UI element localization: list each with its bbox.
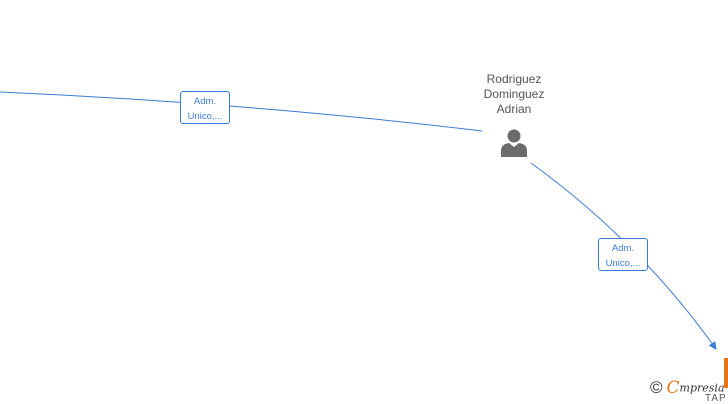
- person-icon[interactable]: [499, 127, 529, 157]
- edge-role-label-2[interactable]: Adm. Unico,...: [598, 238, 648, 271]
- person-name-line: Rodriguez: [486, 72, 542, 86]
- watermark: ©Cmpresia TAP: [650, 358, 728, 404]
- role-label-line: Adm.: [611, 243, 635, 254]
- copyright-icon: ©: [650, 378, 663, 397]
- edge-role-label-1[interactable]: Adm. Unico,...: [180, 91, 230, 124]
- person-name[interactable]: Rodriguez Dominguez Adrian: [465, 72, 563, 117]
- role-label-line: Adm.: [193, 96, 217, 107]
- brand-subtitle: TAP: [705, 393, 727, 404]
- brand-initial: C: [666, 378, 680, 398]
- role-label-line: Unico,...: [605, 258, 641, 269]
- person-name-line: Adrian: [496, 102, 532, 116]
- person-name-line: Dominguez: [483, 87, 545, 101]
- brand-name: mpresia: [679, 381, 725, 395]
- brand-bar: [724, 358, 728, 388]
- role-label-line: Unico,...: [187, 111, 223, 122]
- edge-incoming: [0, 91, 483, 132]
